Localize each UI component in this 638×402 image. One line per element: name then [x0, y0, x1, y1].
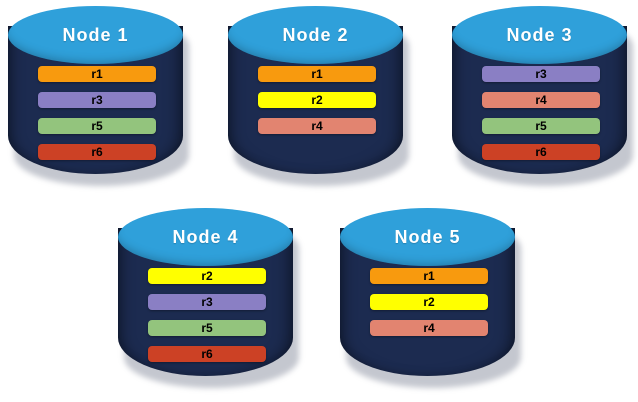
replica-label: r5 [535, 119, 547, 133]
replica-label: r3 [91, 93, 103, 107]
replica-bar-r6[interactable]: r6 [148, 346, 266, 362]
replica-list: r2 r3 r5 r6 [148, 268, 266, 372]
replica-bar-r1[interactable]: r1 [370, 268, 488, 284]
replica-label: r6 [535, 145, 547, 159]
replica-label: r2 [311, 93, 323, 107]
node-cylinder-2[interactable]: Node 2 r1 r2 r4 [228, 6, 409, 186]
node-title: Node 1 [62, 24, 129, 45]
replica-label: r3 [201, 295, 213, 309]
replica-label: r5 [201, 321, 213, 335]
replica-label: r4 [535, 93, 547, 107]
node-title: Node 2 [282, 24, 349, 45]
replica-bar-r5[interactable]: r5 [38, 118, 156, 134]
node-cylinder-1[interactable]: Node 1 r1 r3 r5 r6 [8, 6, 189, 186]
replica-label: r2 [423, 295, 435, 309]
node-top-disc [118, 208, 293, 266]
replica-label: r6 [201, 347, 213, 361]
node-cylinder-4[interactable]: Node 4 r2 r3 r5 r6 [118, 208, 299, 388]
replica-bar-r6[interactable]: r6 [38, 144, 156, 160]
node-top-disc [452, 6, 627, 64]
replica-label: r1 [311, 67, 323, 81]
replica-label: r4 [423, 321, 435, 335]
replica-label: r4 [311, 119, 323, 133]
replica-bar-r2[interactable]: r2 [148, 268, 266, 284]
replica-list: r3 r4 r5 r6 [482, 66, 600, 170]
replica-label: r3 [535, 67, 547, 81]
replica-bar-r5[interactable]: r5 [482, 118, 600, 134]
replica-bar-r2[interactable]: r2 [370, 294, 488, 310]
replica-bar-r4[interactable]: r4 [482, 92, 600, 108]
node-title: Node 3 [506, 24, 573, 45]
replica-bar-r6[interactable]: r6 [482, 144, 600, 160]
replica-bar-r1[interactable]: r1 [38, 66, 156, 82]
replica-label: r1 [423, 269, 435, 283]
replica-label: r2 [201, 269, 213, 283]
replica-bar-r2[interactable]: r2 [258, 92, 376, 108]
replica-label: r6 [91, 145, 103, 159]
replica-label: r1 [91, 67, 103, 81]
replica-bar-r5[interactable]: r5 [148, 320, 266, 336]
replica-bar-r3[interactable]: r3 [148, 294, 266, 310]
replica-label: r5 [91, 119, 103, 133]
replica-list: r1 r2 r4 [258, 66, 376, 144]
node-top-disc [340, 208, 515, 266]
replica-bar-r1[interactable]: r1 [258, 66, 376, 82]
node-cylinder-5[interactable]: Node 5 r1 r2 r4 [340, 208, 521, 388]
node-top-disc [228, 6, 403, 64]
replica-bar-r3[interactable]: r3 [482, 66, 600, 82]
node-title: Node 4 [172, 226, 239, 247]
node-title: Node 5 [394, 226, 461, 247]
replica-list: r1 r2 r4 [370, 268, 488, 346]
replica-list: r1 r3 r5 r6 [38, 66, 156, 170]
node-top-disc [8, 6, 183, 64]
node-cylinder-3[interactable]: Node 3 r3 r4 r5 r6 [452, 6, 633, 186]
replica-bar-r4[interactable]: r4 [370, 320, 488, 336]
replica-bar-r4[interactable]: r4 [258, 118, 376, 134]
replica-bar-r3[interactable]: r3 [38, 92, 156, 108]
